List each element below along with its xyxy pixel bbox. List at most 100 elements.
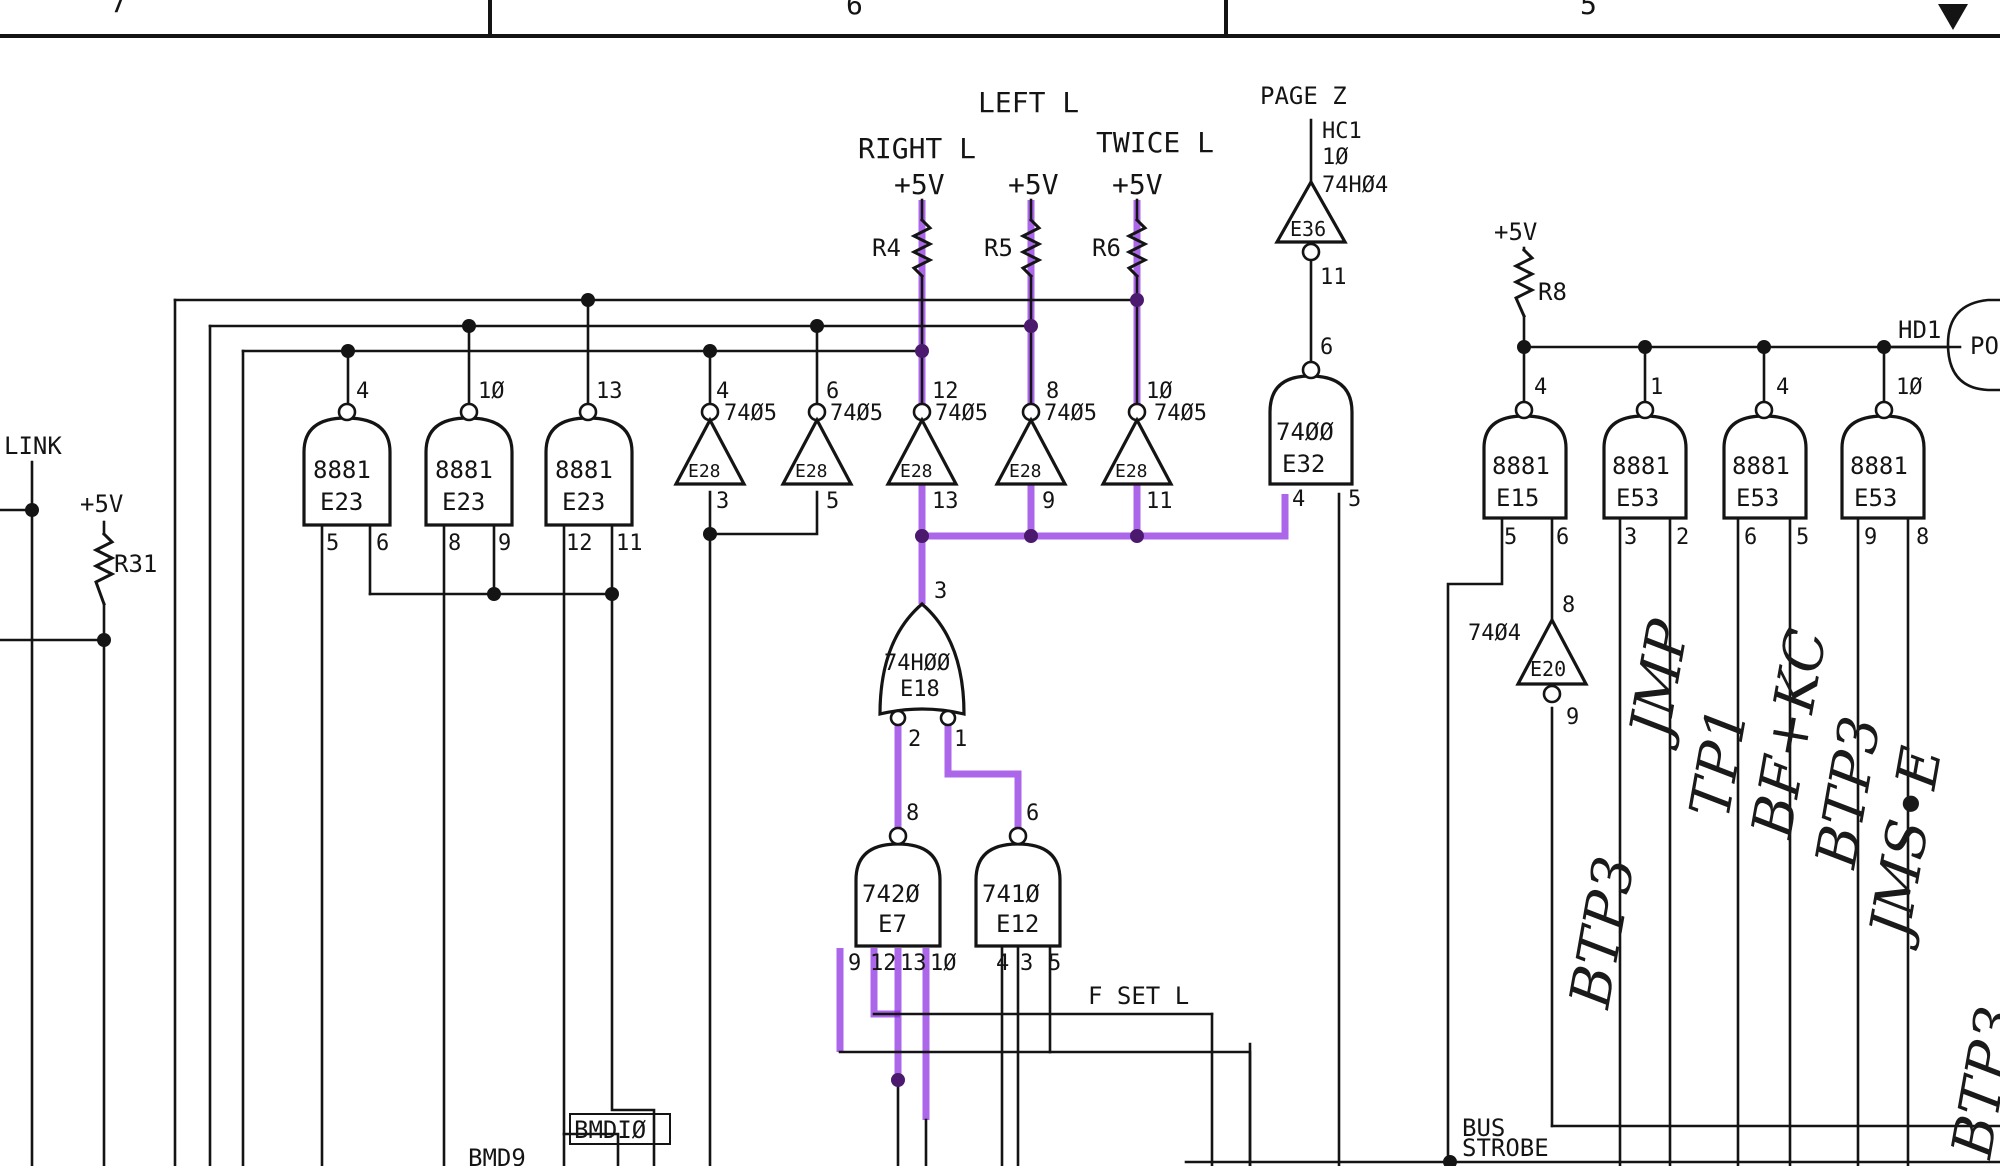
svg-text:74Ø5: 74Ø5 bbox=[1154, 401, 1207, 426]
label-5v-r6: +5V bbox=[1112, 168, 1163, 201]
svg-text:1Ø: 1Ø bbox=[1322, 145, 1349, 170]
svg-text:74HØ4: 74HØ4 bbox=[1322, 173, 1388, 198]
gate-e53-a: 8881 E53 1 3 2 bbox=[1602, 375, 1689, 550]
column-header: 7 6 5 bbox=[0, 0, 2000, 38]
label-r31: R31 bbox=[114, 550, 157, 578]
svg-text:8: 8 bbox=[1046, 379, 1059, 404]
label-bus: BUS bbox=[1462, 1114, 1505, 1142]
svg-text:E53: E53 bbox=[1616, 484, 1659, 512]
gate-e15: 8881 E15 4 5 6 bbox=[1482, 375, 1569, 550]
gate-e23-c: 8881 E23 13 12 11 bbox=[544, 379, 643, 556]
svg-text:9: 9 bbox=[1566, 705, 1579, 730]
svg-text:12: 12 bbox=[932, 379, 959, 404]
svg-text:E12: E12 bbox=[996, 910, 1039, 938]
svg-text:1: 1 bbox=[954, 727, 967, 752]
svg-text:8881: 8881 bbox=[313, 456, 371, 484]
gate-e28-c: E28 12 74Ø5 13 bbox=[885, 379, 988, 514]
svg-text:1Ø: 1Ø bbox=[1146, 379, 1173, 404]
svg-text:E28: E28 bbox=[688, 461, 721, 482]
gate-e7: 742Ø E7 8 9 12 13 1Ø bbox=[848, 801, 957, 976]
gate-e28-d: E28 8 74Ø5 9 bbox=[994, 379, 1097, 514]
svg-text:74Ø5: 74Ø5 bbox=[830, 401, 883, 426]
svg-text:6: 6 bbox=[1320, 335, 1333, 360]
label-po: PO bbox=[1970, 332, 1999, 360]
gate-e53-b: 8881 E53 4 6 5 bbox=[1722, 375, 1809, 550]
wiring bbox=[0, 118, 2000, 1166]
svg-text:6: 6 bbox=[376, 531, 389, 556]
svg-text:5: 5 bbox=[826, 489, 839, 514]
svg-text:742Ø: 742Ø bbox=[862, 880, 920, 908]
svg-text:2: 2 bbox=[908, 727, 921, 752]
label-hd1: HD1 bbox=[1898, 316, 1941, 344]
svg-text:1Ø: 1Ø bbox=[1896, 375, 1923, 400]
svg-text:4: 4 bbox=[1534, 375, 1547, 400]
svg-text:5: 5 bbox=[1348, 487, 1361, 512]
resistors bbox=[92, 217, 1536, 606]
po-connector bbox=[1946, 298, 2000, 392]
svg-text:8881: 8881 bbox=[1732, 452, 1790, 480]
svg-text:6: 6 bbox=[826, 379, 839, 404]
resistor-r8 bbox=[1512, 247, 1536, 318]
label-twice-l: TWICE L bbox=[1096, 126, 1214, 159]
gate-e23-a: 8881 E23 4 5 6 bbox=[302, 379, 392, 556]
svg-text:E36: E36 bbox=[1290, 217, 1326, 241]
note-btp3-c: BTP3 bbox=[1940, 1002, 2000, 1164]
label-right-l: RIGHT L bbox=[858, 132, 976, 165]
column-marker-arrow bbox=[1938, 4, 1968, 30]
svg-text:13: 13 bbox=[932, 489, 959, 514]
gate-e53-c: 8881 E53 1Ø 9 8 bbox=[1840, 375, 1929, 550]
resistor-r4 bbox=[910, 217, 934, 279]
svg-text:E20: E20 bbox=[1530, 657, 1566, 681]
gate-e20: E20 74Ø4 8 9 bbox=[1468, 593, 1589, 730]
svg-text:9: 9 bbox=[848, 951, 861, 976]
label-r6: R6 bbox=[1092, 234, 1121, 262]
svg-text:6: 6 bbox=[1556, 525, 1569, 550]
svg-text:3: 3 bbox=[934, 579, 947, 604]
svg-text:4: 4 bbox=[1292, 487, 1305, 512]
label-5v-r5: +5V bbox=[1008, 168, 1059, 201]
svg-text:74ØØ: 74ØØ bbox=[1276, 418, 1334, 446]
resistor-r31 bbox=[92, 531, 116, 606]
label-page-z: PAGE Z bbox=[1260, 82, 1347, 110]
gate-e12: 741Ø E12 6 4 3 5 bbox=[974, 801, 1062, 976]
label-link: LINK bbox=[4, 432, 62, 460]
gate-e36: E36 HC1 1Ø 74HØ4 11 bbox=[1274, 119, 1388, 290]
svg-text:11: 11 bbox=[616, 531, 643, 556]
svg-text:11: 11 bbox=[1146, 489, 1173, 514]
svg-text:12: 12 bbox=[870, 951, 897, 976]
svg-text:E28: E28 bbox=[795, 461, 828, 482]
label-r8: R8 bbox=[1538, 278, 1567, 306]
svg-text:E53: E53 bbox=[1736, 484, 1779, 512]
svg-text:1Ø: 1Ø bbox=[930, 951, 957, 976]
resistor-r5 bbox=[1019, 217, 1043, 279]
column-label-7: 7 bbox=[110, 0, 127, 19]
resistor-r6 bbox=[1125, 217, 1149, 279]
svg-text:74Ø5: 74Ø5 bbox=[935, 401, 988, 426]
junctions bbox=[25, 293, 1891, 1166]
svg-text:8: 8 bbox=[906, 801, 919, 826]
gate-e28-e: E28 1Ø 74Ø5 11 bbox=[1100, 379, 1207, 514]
handwritten-notes: BTP3 JMP TP1 BF+KC BTP3 JMS•E BTP3 bbox=[1558, 614, 2000, 1163]
svg-text:9: 9 bbox=[1864, 525, 1877, 550]
svg-text:4: 4 bbox=[356, 379, 369, 404]
column-label-5: 5 bbox=[1580, 0, 1597, 21]
svg-text:8: 8 bbox=[1916, 525, 1929, 550]
svg-text:E28: E28 bbox=[900, 461, 933, 482]
svg-text:E23: E23 bbox=[320, 488, 363, 516]
svg-text:E7: E7 bbox=[878, 910, 907, 938]
gate-e28-b: E28 6 74Ø5 5 bbox=[780, 379, 883, 514]
note-btp3-a: BTP3 bbox=[1558, 852, 1649, 1014]
svg-text:3: 3 bbox=[716, 489, 729, 514]
svg-text:4: 4 bbox=[1776, 375, 1789, 400]
svg-text:5: 5 bbox=[1796, 525, 1809, 550]
label-5v-r4: +5V bbox=[894, 168, 945, 201]
label-r5: R5 bbox=[984, 234, 1013, 262]
svg-text:E15: E15 bbox=[1496, 484, 1539, 512]
svg-text:8: 8 bbox=[448, 531, 461, 556]
label-bmd9: BMD9 bbox=[468, 1144, 526, 1166]
label-r4: R4 bbox=[872, 234, 901, 262]
svg-text:3: 3 bbox=[1624, 525, 1637, 550]
svg-text:74Ø5: 74Ø5 bbox=[1044, 401, 1097, 426]
label-bmd10: BMDIØ bbox=[574, 1116, 647, 1144]
